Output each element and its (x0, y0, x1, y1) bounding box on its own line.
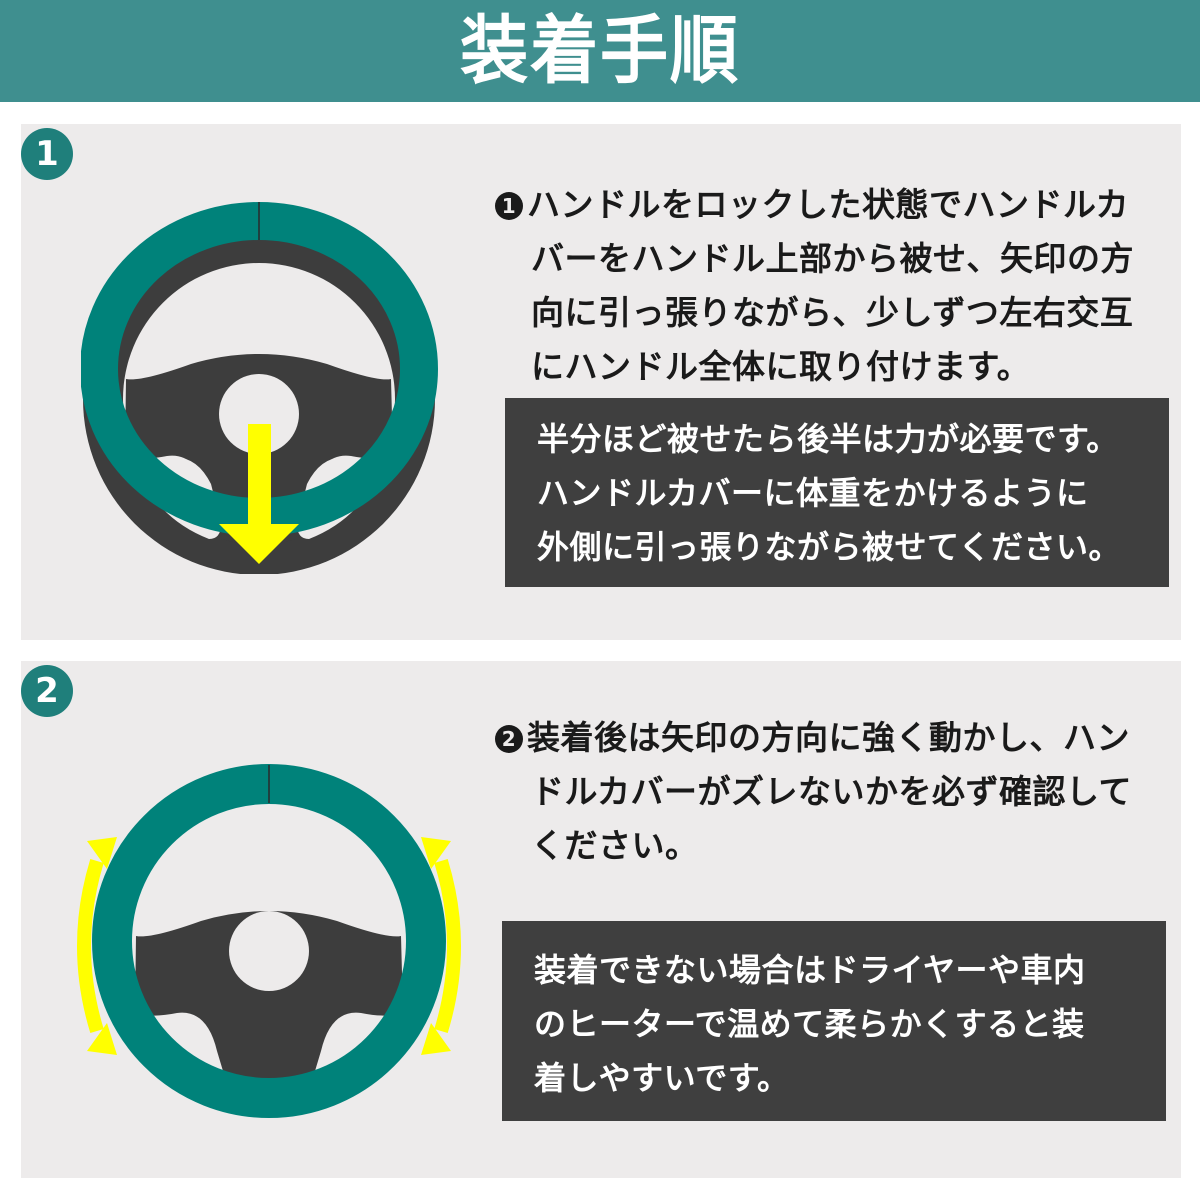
steering-wheel-cover-half-on-icon (81, 202, 438, 574)
step-1-note-box: 半分ほど被せたら後半は力が必要です。 ハンドルカバーに体重をかけるように 外側に… (505, 398, 1169, 587)
page-header: 装着手順 (0, 0, 1200, 102)
step-1-badge: 1 (21, 128, 73, 180)
page-title: 装着手順 (460, 8, 740, 94)
curved-double-arrow-icon (77, 837, 461, 1055)
step-2-bullet-icon: 2 (495, 725, 523, 753)
down-arrow-icon (219, 424, 299, 564)
steering-wheel-cover-fitted-icon (77, 764, 461, 1118)
step-2-note-box: 装着できない場合はドライヤーや車内 のヒーターで温めて柔らかくすると装 着しやす… (502, 921, 1166, 1121)
step-1-bullet-icon: 1 (495, 192, 523, 220)
step-2-badge: 2 (21, 665, 73, 717)
